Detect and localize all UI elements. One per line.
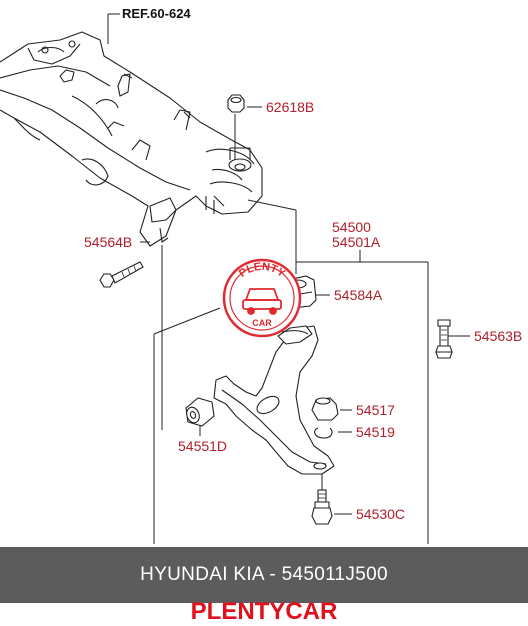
brand-footer: PLENTYCAR: [0, 598, 528, 625]
watermark-bottom-text: CAR: [252, 318, 272, 328]
plentycar-watermark-logo: PLENTY CAR: [222, 258, 302, 338]
ball-joint-54530c: [311, 489, 333, 525]
brand-name: PLENTYCAR: [190, 597, 338, 625]
rear-bolt-54563b: [435, 319, 453, 359]
front-bolt-54564b: [99, 261, 144, 288]
part-label-54501a: 54501A: [332, 234, 381, 250]
bushing-54551d: [185, 397, 215, 427]
part-label-54500: 54500: [332, 219, 371, 235]
snap-ring-54519: [314, 427, 333, 439]
part-label-54530c: 54530C: [356, 506, 405, 522]
part-label-54519: 54519: [356, 424, 395, 440]
caption-bar: HYUNDAI KIA - 545011J500: [0, 547, 528, 603]
reference-label: REF.60-624: [122, 6, 191, 21]
nut-62618b: [227, 94, 246, 171]
dust-cover-54517: [311, 397, 339, 421]
part-label-54563b: 54563B: [474, 328, 522, 344]
lower-control-arm: [213, 325, 335, 475]
car-icon: [242, 288, 282, 315]
part-label-54564b: 54564B: [84, 234, 132, 250]
subframe-drawing: [0, 31, 263, 247]
watermark-top-text: PLENTY: [237, 261, 288, 280]
part-label-54551d: 54551D: [178, 438, 227, 454]
part-label-62618b: 62618B: [266, 99, 314, 115]
part-label-54584a: 54584A: [334, 287, 383, 303]
caption-text: HYUNDAI KIA - 545011J500: [140, 564, 388, 585]
part-label-54517: 54517: [356, 402, 395, 418]
